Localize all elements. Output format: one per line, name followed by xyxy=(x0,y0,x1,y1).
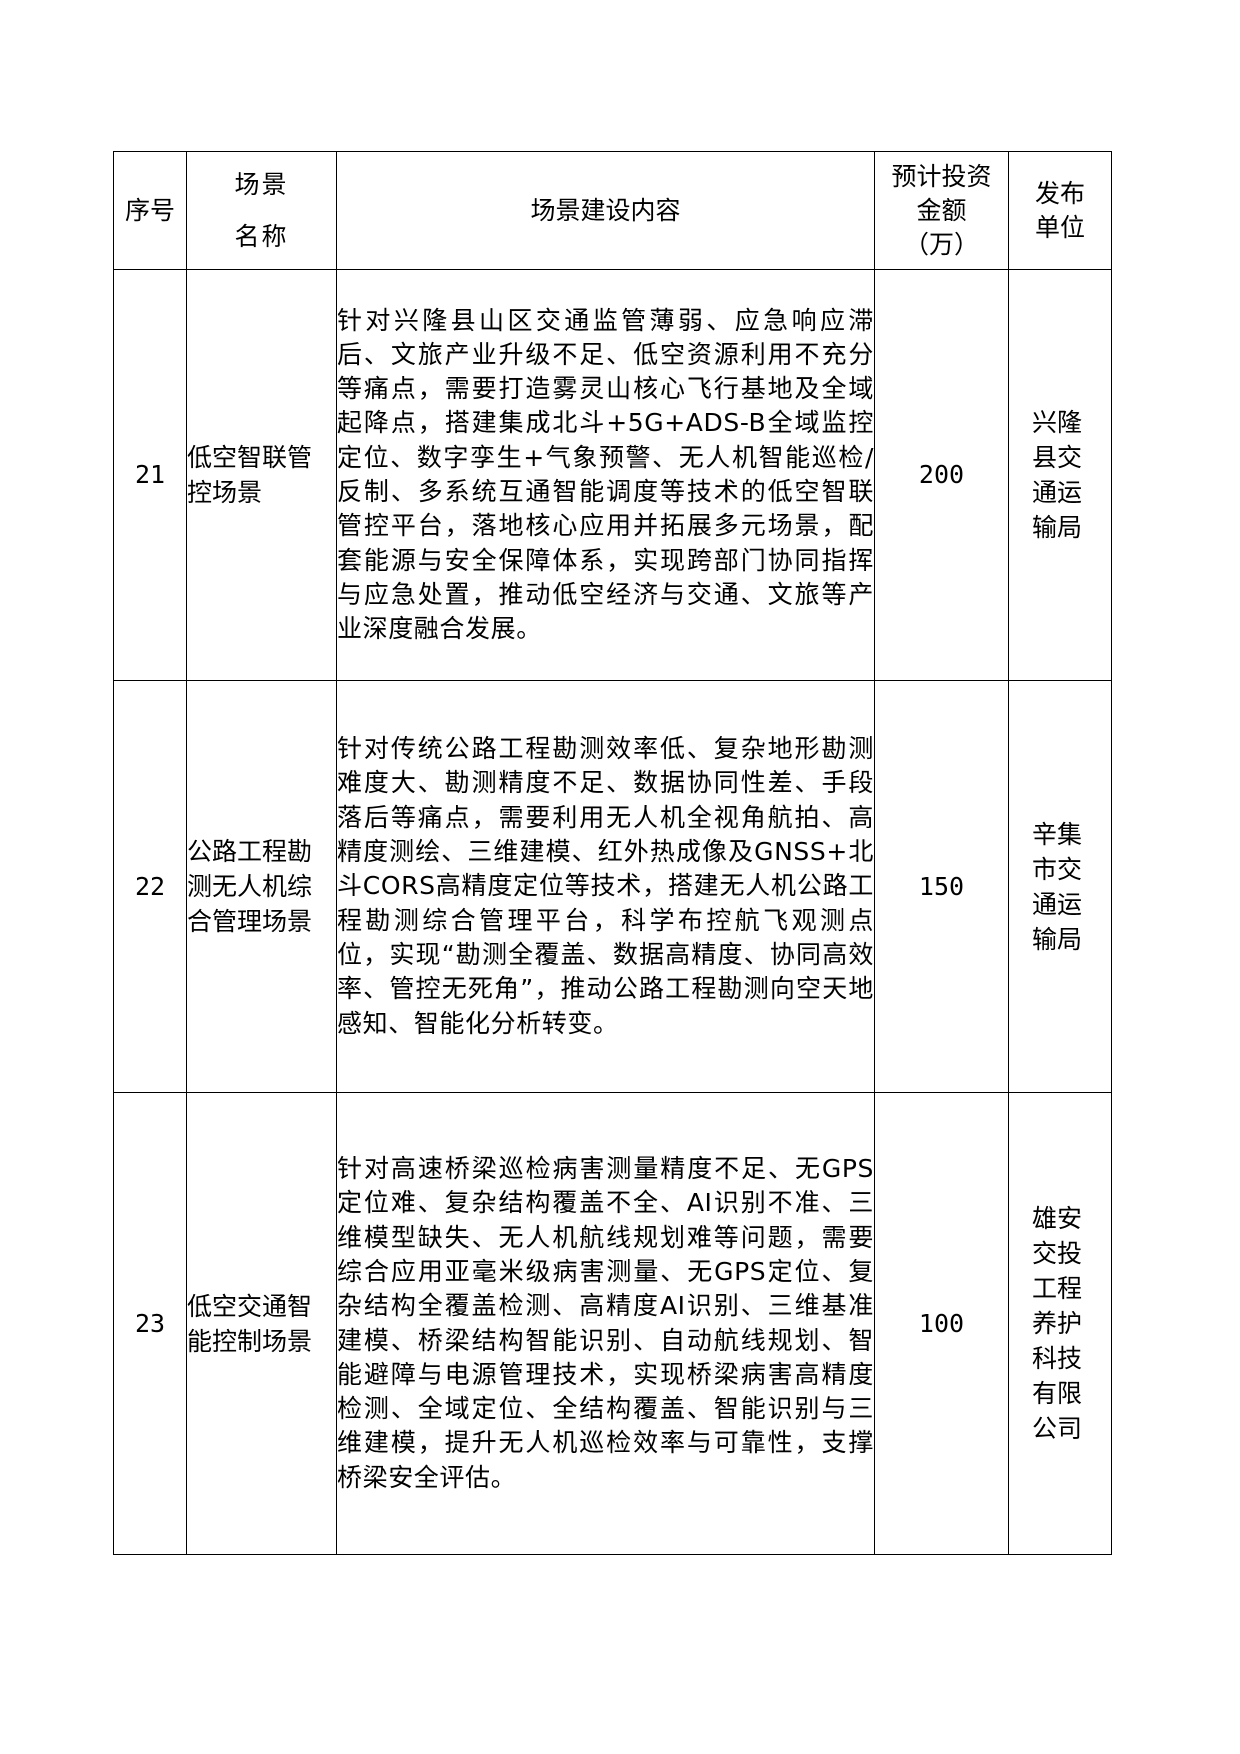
publisher: 辛集市交通运输局 xyxy=(1032,819,1083,954)
scene-content-cell: 针对高速桥梁巡检病害测量精度不足、无GPS定位难、复杂结构覆盖不全、AI识别不准… xyxy=(336,1092,875,1555)
header-seq: 序号 xyxy=(124,195,175,225)
publisher-cell: 雄安交投工程养护科技有限公司 xyxy=(1008,1092,1112,1555)
publisher: 雄安交投工程养护科技有限公司 xyxy=(1032,1204,1083,1443)
header-content-cell: 场景建设内容 xyxy=(336,151,875,270)
table-header-row: 序号 场景名称 场景建设内容 预计投资金额（万） 发布单位 xyxy=(113,151,1112,270)
header-publisher: 发布单位 xyxy=(1034,178,1085,242)
header-content: 场景建设内容 xyxy=(530,195,681,225)
header-investment: 预计投资金额（万） xyxy=(891,161,992,259)
scene-name: 低空智联管控场景 xyxy=(187,443,313,507)
seq-cell: 21 xyxy=(113,269,187,681)
scene-content-cell: 针对传统公路工程勘测效率低、复杂地形勘测难度大、勘测精度不足、数据协同性差、手段… xyxy=(336,680,875,1093)
header-name-cell: 场景名称 xyxy=(186,151,337,270)
scene-name: 低空交通智能控制场景 xyxy=(187,1291,313,1356)
scene-content-cell: 针对兴隆县山区交通监管薄弱、应急响应滞后、文旅产业升级不足、低空资源利用不充分等… xyxy=(336,269,875,681)
scene-content: 针对高速桥梁巡检病害测量精度不足、无GPS定位难、复杂结构覆盖不全、AI识别不准… xyxy=(337,1154,874,1492)
publisher-cell: 辛集市交通运输局 xyxy=(1008,680,1112,1093)
table-row: 22 公路工程勘测无人机综合管理场景 针对传统公路工程勘测效率低、复杂地形勘测难… xyxy=(113,680,1112,1093)
scene-table: 序号 场景名称 场景建设内容 预计投资金额（万） 发布单位 21 低空智联管控场… xyxy=(113,151,1112,1555)
scene-name-cell: 低空交通智能控制场景 xyxy=(186,1092,337,1555)
header-publisher-cell: 发布单位 xyxy=(1008,151,1112,270)
scene-name-cell: 低空智联管控场景 xyxy=(186,269,337,681)
header-name: 场景名称 xyxy=(234,169,289,251)
seq-cell: 22 xyxy=(113,680,187,1093)
table-row: 21 低空智联管控场景 针对兴隆县山区交通监管薄弱、应急响应滞后、文旅产业升级不… xyxy=(113,269,1112,681)
scene-content: 针对传统公路工程勘测效率低、复杂地形勘测难度大、勘测精度不足、数据协同性差、手段… xyxy=(337,734,874,1038)
investment-cell: 100 xyxy=(874,1092,1009,1555)
investment-cell: 150 xyxy=(874,680,1009,1093)
header-seq-cell: 序号 xyxy=(113,151,187,270)
scene-content: 针对兴隆县山区交通监管薄弱、应急响应滞后、文旅产业升级不足、低空资源利用不充分等… xyxy=(337,305,874,644)
seq-cell: 23 xyxy=(113,1092,187,1555)
scene-name-cell: 公路工程勘测无人机综合管理场景 xyxy=(186,680,337,1093)
scene-name: 公路工程勘测无人机综合管理场景 xyxy=(187,837,313,936)
publisher-cell: 兴隆县交通运输局 xyxy=(1008,269,1112,681)
header-investment-cell: 预计投资金额（万） xyxy=(874,151,1009,270)
publisher: 兴隆县交通运输局 xyxy=(1032,408,1083,542)
investment-cell: 200 xyxy=(874,269,1009,681)
table-row: 23 低空交通智能控制场景 针对高速桥梁巡检病害测量精度不足、无GPS定位难、复… xyxy=(113,1092,1112,1555)
